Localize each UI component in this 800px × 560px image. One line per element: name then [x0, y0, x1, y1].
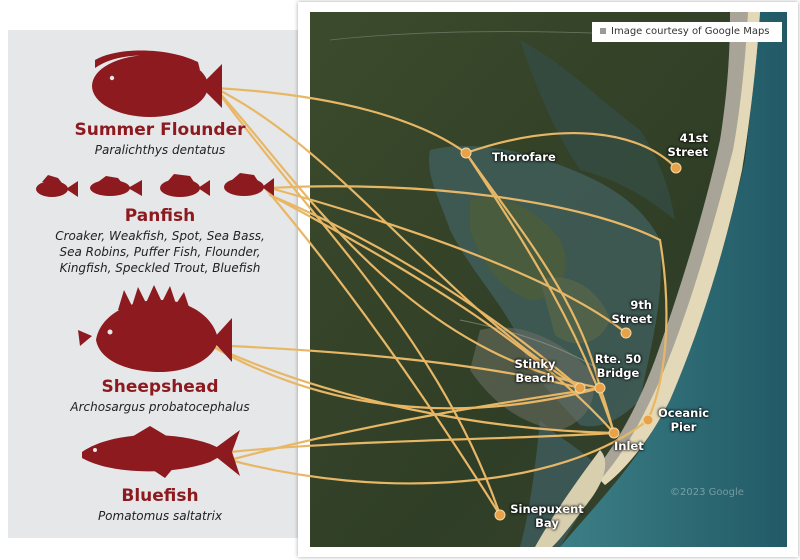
species-list-panfish-line-3: Kingfish, Speckled Trout, Bluefish [59, 261, 261, 275]
dot-sinepuxent-bay [494, 509, 506, 521]
species-name-bluefish: Bluefish [121, 486, 199, 506]
panfish-icon-4 [224, 173, 274, 196]
route-panfish-stinky [268, 193, 582, 390]
location-41st-street: 41st Street [650, 131, 708, 159]
route-flounder-sinepuxent [213, 86, 502, 517]
panfish-icon-1 [36, 175, 78, 197]
barrier-island [595, 12, 760, 485]
dot-thorofare [460, 147, 472, 159]
location-oceanic-pier: Oceanic Pier [658, 406, 709, 434]
dot-inlet [608, 427, 620, 439]
route-flounder-thorofare [213, 86, 468, 155]
route-thorofare-41st [464, 132, 678, 170]
summer-flounder-icon [92, 50, 222, 117]
location-9th-street: 9th Street [594, 298, 652, 326]
south-beach [535, 450, 606, 547]
map-watermark: ©2023 Google [670, 487, 744, 498]
route-sheepshead-rte50 [208, 343, 602, 410]
bluefish-icon [82, 426, 240, 478]
location-thorofare: Thorofare [492, 150, 556, 164]
marsh-island-2 [540, 277, 610, 344]
route-panfish-oceanic [268, 185, 668, 422]
dot-9th-street [620, 327, 632, 339]
route-sheepshead-stinky [208, 343, 582, 390]
location-stinky-beach-line-1: Stinky [514, 357, 556, 371]
route-sheepshead-inlet [208, 343, 616, 435]
location-41st-street-line-2: Street [667, 145, 708, 159]
sheepshead-icon [78, 285, 232, 372]
location-rte50-bridge: Rte. 50 Bridge [588, 352, 648, 380]
species-name-summer-flounder: Summer Flounder [74, 120, 246, 140]
route-flounder-rte50 [213, 86, 602, 390]
location-41st-street-line-1: 41st [679, 131, 708, 145]
location-oceanic-pier-line-1: Oceanic [658, 406, 710, 420]
location-dots [460, 147, 682, 521]
route-thorofare-inlet [464, 151, 616, 435]
map-credit-icon [600, 28, 606, 34]
location-rte50-bridge-line-1: Rte. 50 [594, 352, 642, 366]
route-flounder-stinky [213, 86, 582, 390]
map-credit-text: Image courtesy of Google Maps [611, 26, 770, 37]
species-scientific-sheepshead: Archosargus probatocephalus [70, 400, 250, 414]
location-9th-street-line-2: Street [611, 312, 652, 326]
panfish-icon-2 [90, 176, 142, 196]
location-sinepuxent-bay: Sinepuxent Bay [504, 502, 590, 530]
fish-silhouettes [36, 50, 274, 478]
dot-rte50-bridge [594, 382, 606, 394]
bay-water-south [520, 420, 600, 547]
location-stinky-beach-line-2: Beach [515, 371, 555, 385]
species-scientific-bluefish: Pomatomus saltatrix [97, 509, 223, 523]
bay-water-north [520, 40, 675, 220]
species-name-sheepshead: Sheepshead [101, 377, 219, 397]
road [329, 31, 621, 41]
route-thorofare-rte50 [464, 151, 602, 390]
location-stinky-beach: Stinky Beach [506, 357, 564, 385]
map-credit-badge: Image courtesy of Google Maps [592, 22, 782, 42]
location-oceanic-pier-line-2: Pier [670, 420, 697, 434]
species-list-panfish-line-1: Croaker, Weakfish, Spot, Sea Bass, [55, 229, 265, 243]
location-sinepuxent-bay-line-1: Sinepuxent [510, 502, 584, 516]
dot-41st-street [670, 162, 682, 174]
location-rte50-bridge-line-2: Bridge [596, 366, 640, 380]
dot-stinky-beach [574, 382, 586, 394]
route-lines [208, 86, 678, 517]
route-panfish-inlet [268, 193, 616, 435]
dot-oceanic-pier [642, 414, 654, 426]
species-name-panfish: Panfish [124, 206, 196, 226]
species-scientific-summer-flounder: Paralichthys dentatus [94, 143, 226, 157]
location-sinepuxent-bay-line-2: Bay [535, 516, 559, 530]
route-panfish-9th [268, 186, 628, 335]
panfish-icon-3 [160, 174, 210, 197]
route-bluefish-oceanic [228, 418, 650, 485]
location-inlet: Inlet [614, 439, 644, 453]
species-list-panfish-line-2: Sea Robins, Puffer Fish, Flounder, [59, 245, 261, 259]
ocean [560, 12, 787, 547]
location-9th-street-line-1: 9th [630, 298, 652, 312]
route-bluefish-rte50 [228, 386, 602, 462]
